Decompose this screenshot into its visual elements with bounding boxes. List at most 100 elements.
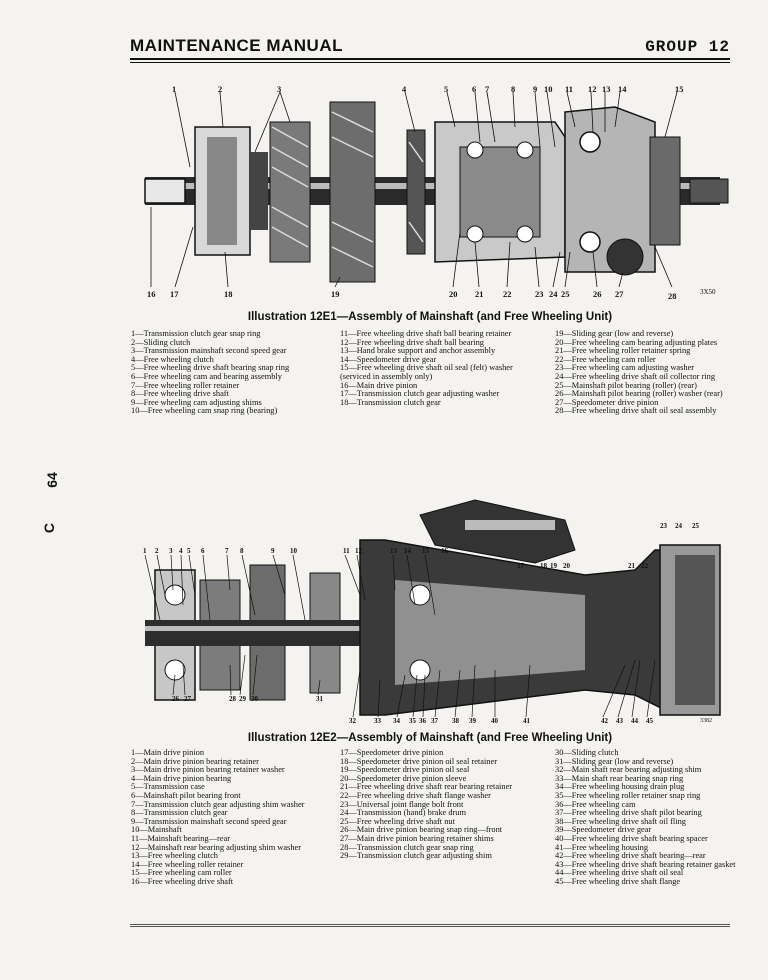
callout: 9 <box>271 547 275 555</box>
legend-item: 4—Free wheeling clutch <box>131 354 214 364</box>
legend-item: 32—Main shaft rear bearing adjusting shi… <box>555 765 702 775</box>
header-rule <box>130 58 730 60</box>
legend-item: 36—Free wheeling cam <box>555 799 636 809</box>
callout: 12 <box>588 85 597 94</box>
callout: 22 <box>503 290 512 299</box>
figure-12e2-caption: Illustration 12E2—Assembly of Mainshaft … <box>247 732 613 744</box>
callout: 28 <box>668 292 677 301</box>
callout: 34 <box>393 717 400 725</box>
callout: 12 <box>355 547 362 555</box>
legend-item: 10—Mainshaft <box>131 825 182 835</box>
callout: 18 <box>224 290 233 299</box>
callout: 27 <box>184 695 191 703</box>
figure-12e1-caption: Illustration 12E1—Assembly of Mainshaft … <box>247 311 613 323</box>
legend-item: 7—Free wheeling roller retainer <box>131 380 240 390</box>
callout: 43 <box>616 717 623 725</box>
figure-code: 3382 <box>700 718 712 724</box>
legend-item: 22—Free wheeling drive shaft flange wash… <box>340 790 491 800</box>
callout: 33 <box>374 717 381 725</box>
legend-item: 41—Free wheeling housing <box>555 842 649 852</box>
legend-item: 24—Free wheeling drive shaft oil collect… <box>555 371 716 381</box>
callout: 22 <box>641 562 648 570</box>
callout: 32 <box>349 717 356 725</box>
callout: 35 <box>409 717 416 725</box>
callout: 23 <box>660 522 667 530</box>
callout: 38 <box>452 717 459 725</box>
legend-item: 4—Main drive pinion bearing <box>131 773 232 783</box>
legend-item: 15—Free wheeling drive shaft oil seal (f… <box>340 363 513 381</box>
legend-item: 44—Free wheeling drive shaft oil seal <box>555 868 684 878</box>
legend-item: 27—Speedometer drive pinion <box>555 397 659 407</box>
legend-item: 14—Speedometer drive gear <box>340 354 437 364</box>
legend-item: 1—Transmission clutch gear snap ring <box>131 329 261 338</box>
legend-item: 16—Free wheeling drive shaft <box>131 876 234 886</box>
legend-item: 15—Free wheeling cam roller <box>131 868 232 878</box>
legend-item: 33—Main shaft rear bearing snap ring <box>555 773 684 783</box>
page-title: MAINTENANCE MANUAL <box>130 36 343 55</box>
legend-item: 5—Transmission case <box>131 782 205 792</box>
callout: 1 <box>143 547 147 555</box>
callout: 42 <box>601 717 608 725</box>
callout: 17 <box>517 562 524 570</box>
callout: 37 <box>431 717 438 725</box>
legend-item: 8—Free wheeling drive shaft <box>131 389 229 399</box>
group-label: GROUP 12 <box>645 38 730 56</box>
legend-item: 9—Transmission mainshaft second speed ge… <box>131 816 287 826</box>
legend-item: 2—Main drive pinion bearing retainer <box>131 756 259 766</box>
callout: 26 <box>593 290 602 299</box>
footer-rule <box>130 924 730 925</box>
legend-item: 12—Free wheeling drive shaft ball bearin… <box>340 337 484 347</box>
callout: 6 <box>201 547 205 555</box>
callout: 41 <box>523 717 530 725</box>
figure-12e1-legend-col-2: 11—Free wheeling drive shaft ball bearin… <box>340 329 535 407</box>
legend-item: 19—Speedometer drive pinion oil seal <box>340 765 470 775</box>
callout: 17 <box>170 290 179 299</box>
callout: 2 <box>218 85 223 94</box>
figure-12e1-drawing <box>144 91 729 288</box>
legend-item: 13—Hand brake support and anchor assembl… <box>340 346 496 356</box>
legend-item: 26—Main drive pinion bearing snap ring—f… <box>340 825 503 835</box>
legend-item: 19—Sliding gear (low and reverse) <box>555 329 674 338</box>
callout: 11 <box>565 85 573 94</box>
callout: 26 <box>172 695 179 703</box>
callout: 31 <box>316 695 323 703</box>
legend-item: 45—Free wheeling drive shaft flange <box>555 876 681 886</box>
legend-item: 17—Transmission clutch gear adjusting wa… <box>340 389 500 399</box>
legend-item: 3—Main drive pinion bearing retainer was… <box>131 765 285 775</box>
legend-item: 40—Free wheeling drive shaft bearing spa… <box>555 833 708 843</box>
legend-item: 2—Sliding clutch <box>131 337 191 347</box>
legend-item: 20—Free wheeling cam bearing adjusting p… <box>555 337 718 347</box>
callout: 7 <box>225 547 229 555</box>
callout: 10 <box>544 85 553 94</box>
legend-item: 39—Speedometer drive gear <box>555 825 652 835</box>
callout: 16 <box>441 547 448 555</box>
legend-item: 28—Free wheeling drive shaft oil seal as… <box>555 406 717 416</box>
callout: 14 <box>404 547 411 555</box>
callout: 3 <box>277 85 282 94</box>
callout: 44 <box>631 717 638 725</box>
figure-12e1-legend-col-3: 19—Sliding gear (low and reverse) 20—Fre… <box>555 329 735 416</box>
callout: 4 <box>179 547 183 555</box>
legend-item: 23—Universal joint flange bolt front <box>340 799 464 809</box>
callout: 13 <box>390 547 397 555</box>
callout: 39 <box>469 717 476 725</box>
legend-item: 24—Transmission (hand) brake drum <box>340 808 467 818</box>
legend-item: 14—Free wheeling roller retainer <box>131 859 244 869</box>
callout: 20 <box>449 290 458 299</box>
callout: 28 <box>229 695 236 703</box>
callout: 19 <box>331 290 340 299</box>
callout: 24 <box>675 522 682 530</box>
callout: 15 <box>675 85 684 94</box>
legend-item: 28—Transmission clutch gear snap ring <box>340 842 474 852</box>
callout: 6 <box>472 85 477 94</box>
callout: 5 <box>444 85 449 94</box>
legend-item: 12—Mainshaft rear bearing adjusting shim… <box>131 842 302 852</box>
callout: 19 <box>550 562 557 570</box>
callout: 15 <box>422 547 429 555</box>
callout: 2 <box>155 547 159 555</box>
legend-item: 8—Transmission clutch gear <box>131 808 228 818</box>
callout: 30 <box>251 695 258 703</box>
callout: 20 <box>563 562 570 570</box>
callout: 29 <box>239 695 246 703</box>
legend-item: 7—Transmission clutch gear adjusting shi… <box>131 799 305 809</box>
